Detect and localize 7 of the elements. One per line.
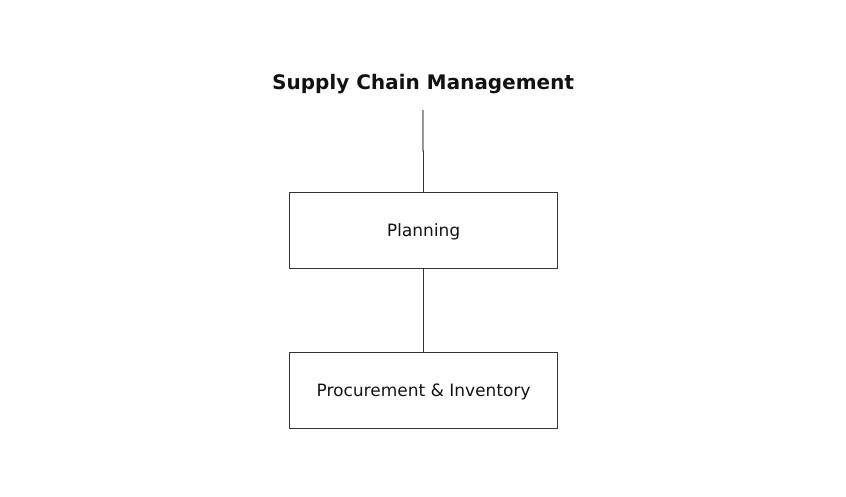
process-box — [289, 192, 558, 269]
box-label: Procurement & Inventory — [316, 380, 530, 400]
process-box — [289, 352, 558, 429]
diagram-heading: Supply Chain Management — [272, 70, 574, 94]
connector-line — [423, 268, 424, 352]
box-label: Planning — [386, 220, 460, 240]
connector-line — [422, 110, 424, 192]
